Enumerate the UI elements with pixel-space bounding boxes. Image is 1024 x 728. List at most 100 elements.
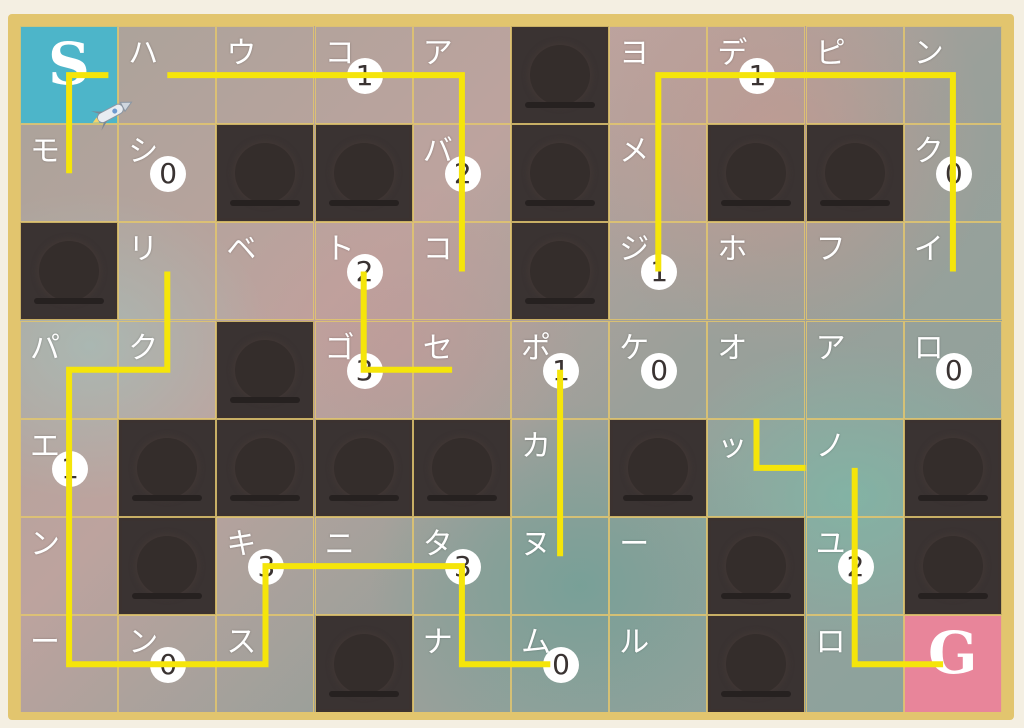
grid-cell[interactable]: フ [806,222,904,320]
cell-kana: ク [128,330,159,366]
blocked-cell-shelf [328,200,399,207]
blocked-cell [903,517,1002,615]
grid-cell[interactable]: イ [904,222,1002,320]
cell-count-badge: 3 [248,549,285,585]
grid-cell[interactable]: ロ [806,615,904,712]
cell-count-badge: 3 [346,352,383,389]
grid-cell[interactable]: ン [20,517,118,615]
blocked-cell [314,124,413,223]
grid-cell[interactable]: メ [609,124,707,222]
start-label: S [48,30,90,98]
cell-kana: ア [422,36,453,71]
cell-kana: ン [913,36,944,71]
grid-cell[interactable]: ノ [806,419,904,517]
blocked-cell-shadow [530,45,590,105]
rocket-icon [91,101,133,131]
grid-cell[interactable]: ル [609,615,707,712]
cell-kana: ロ [815,625,846,661]
grid-cell[interactable]: コ [413,222,511,320]
blocked-cell-shadow [922,536,983,596]
grid-cell[interactable]: ア [806,321,904,419]
blocked-cell [412,418,511,517]
grid-cell[interactable]: ニ [315,517,413,615]
grid-cell[interactable]: ピ [806,26,904,124]
grid-cell[interactable]: モ [20,124,118,222]
blocked-cell-shadow [235,143,296,204]
grid-cell[interactable]: セ [413,321,511,419]
cell-count-badge: 0 [543,647,579,684]
cell-count-badge: 1 [52,450,88,487]
blocked-cell-shelf [328,494,399,501]
grid-cell[interactable]: ホ [707,222,805,320]
cell-kana: ノ [815,428,846,464]
blocked-cell-shadow [137,437,198,498]
blocked-cell-shelf [917,593,988,599]
blocked-cell-shelf [230,396,301,403]
grid-cell[interactable]: ベ [216,222,314,320]
grid-cell[interactable]: ク [118,321,216,419]
blocked-cell [707,124,806,223]
grid-cell[interactable]: ア [413,26,511,124]
blocked-cell-shadow [726,634,787,695]
grid-cell[interactable]: ヨ [609,26,707,124]
cell-kana: ヨ [619,36,650,71]
blocked-cell-shadow [235,339,296,400]
grid-cell[interactable]: ー [20,615,118,712]
blocked-cell-shelf [917,494,988,501]
cell-count-badge: 1 [543,352,579,389]
blocked-cell [216,320,315,419]
grid-cell[interactable]: ス [216,615,314,712]
cell-count-badge: 1 [739,58,776,94]
cell-count-badge: 2 [837,549,874,585]
cell-count-badge: 2 [346,254,383,291]
cell-count-badge: 3 [444,549,481,585]
grid-cell[interactable]: ハ [118,26,216,124]
cell-kana: ベ [226,232,257,268]
grid-cell[interactable]: カ [511,419,609,517]
grid-cell[interactable]: ナ [413,615,511,712]
cell-kana: オ [717,330,748,366]
grid-cell[interactable]: ー [609,517,707,615]
grid-cell[interactable]: ヌ [511,517,609,615]
blocked-cell-shelf [525,102,595,108]
blocked-cell-shadow [726,143,787,204]
blocked-cell-shelf [132,593,203,599]
cell-kana: ル [619,625,650,661]
blocked-cell-shelf [721,691,792,698]
grid-cell[interactable]: パ [20,321,118,419]
grid-cell[interactable]: ウ [216,26,314,124]
cell-kana: ヌ [521,527,551,562]
grid-cell[interactable]: ン [904,26,1002,124]
goal-label: G [928,619,978,688]
blocked-cell-shadow [726,536,787,596]
grid-cell[interactable]: リ [118,222,216,320]
blocked-cell-shelf [328,691,399,698]
blocked-cell-shelf [525,200,595,207]
blocked-cell-shadow [333,634,394,695]
grid-cell[interactable]: ッ [707,419,805,517]
blocked-cell-shelf [132,494,203,501]
blocked-cell-shelf [34,298,104,305]
cell-kana: ア [815,330,846,366]
blocked-cell [20,222,118,321]
goal-cell[interactable]: G [903,615,1002,712]
grid-cell[interactable]: オ [707,321,805,419]
blocked-cell-shadow [333,437,394,498]
